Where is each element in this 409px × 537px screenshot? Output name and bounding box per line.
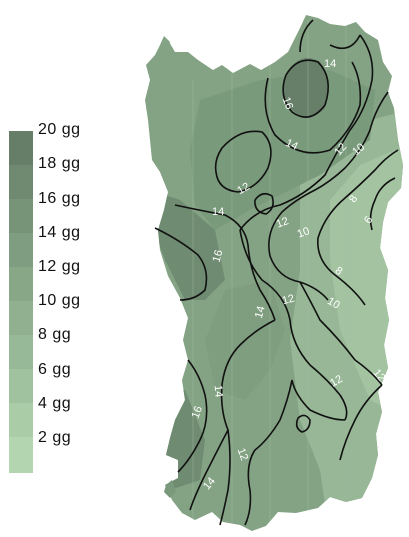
isoline-label: 16 — [211, 249, 226, 264]
island-asinara — [160, 36, 170, 55]
isoline-16-west — [154, 227, 208, 301]
legend-swatch-14 — [9, 233, 33, 267]
legend-swatch-4 — [9, 403, 33, 437]
isoline-label: 14 — [324, 58, 336, 70]
isoline-16-south — [177, 359, 208, 473]
isoline-12-central — [239, 229, 348, 421]
island-sant-antioco — [164, 480, 176, 498]
legend-swatch-6 — [9, 369, 33, 403]
isoline-label: 12 — [235, 181, 252, 198]
isoline-6 — [369, 177, 396, 231]
isolines — [154, 19, 399, 526]
legend-label-6: 6 gg — [38, 361, 72, 378]
isoline-label: 12 — [235, 447, 250, 463]
legend-label-8: 8 gg — [38, 326, 72, 343]
isoline-label: 14 — [284, 137, 300, 153]
isoline-12-south — [244, 379, 346, 526]
legend-label-16: 16 gg — [38, 190, 81, 207]
legend-swatch-16 — [9, 199, 33, 233]
isoline-12-small — [254, 192, 274, 215]
isoline-14-west — [174, 204, 276, 321]
isoline-12-spot — [295, 414, 311, 433]
isoline-label: 12 — [328, 373, 345, 390]
legend-label-2: 2 gg — [38, 429, 72, 446]
isoline-10-central — [299, 281, 383, 386]
zone-north-center — [190, 70, 375, 230]
isoline-label: 12 — [275, 215, 291, 230]
isoline-label: 16 — [280, 96, 295, 112]
isoline-label: 14 — [212, 385, 225, 398]
isoline-12-east-south — [339, 384, 383, 461]
legend-label-12: 12 gg — [38, 258, 81, 275]
legend-label-10: 10 gg — [38, 292, 81, 309]
isoline-label: 8 — [333, 265, 345, 278]
isoline-label: 16 — [190, 404, 205, 420]
legend-swatch-18 — [9, 165, 33, 199]
isoline-12-oval — [214, 130, 272, 193]
legend-swatch-12 — [9, 267, 33, 301]
isoline-label: 10 — [296, 225, 312, 240]
isoline-label: 12 — [281, 293, 296, 308]
isoline-14-southwest — [189, 429, 229, 511]
isoline-14-central — [219, 319, 276, 526]
map-legend: 20 gg 18 gg 16 gg 14 gg 12 gg 10 gg 8 gg… — [0, 0, 120, 537]
legend-label-4: 4 gg — [38, 395, 72, 412]
isoline-label: 14 — [212, 206, 224, 218]
legend-label-14: 14 gg — [38, 224, 81, 241]
isoline-label: 10 — [325, 295, 342, 312]
isoline-8 — [317, 149, 399, 306]
isoline-label: 14 — [253, 305, 268, 320]
zone-limbara-peak — [282, 58, 329, 118]
legend-swatch-8 — [9, 335, 33, 369]
isoline-10-north — [268, 91, 389, 301]
isoline-north-14 — [299, 19, 361, 53]
isoline-12-north — [239, 34, 374, 231]
isoline-peak-16 — [282, 59, 330, 118]
isoline-label: 6 — [362, 214, 375, 226]
isoline-label: 8 — [347, 193, 360, 205]
legend-label-20: 20 gg — [38, 121, 81, 138]
isoline-14-ring — [264, 61, 362, 154]
legend-label-18: 18 gg — [38, 155, 81, 172]
legend-swatch-2 — [9, 437, 33, 473]
legend-swatch-20 — [9, 131, 33, 165]
legend-swatch-10 — [9, 301, 33, 335]
